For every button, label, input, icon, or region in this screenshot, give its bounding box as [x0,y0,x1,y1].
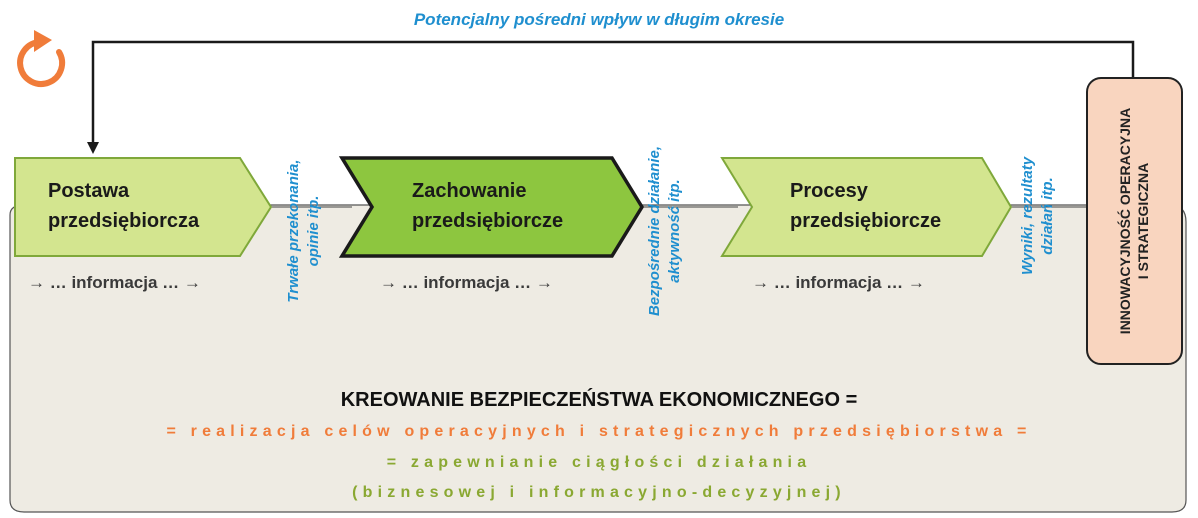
innovation-label-line: I STRATEGICZNA [1135,162,1151,280]
chevron-postawa [14,157,273,257]
bottom-line-business: (biznesowej i informacyjno-decyzyjnej) [352,484,846,501]
box-label-line: Zachowanie [412,180,527,202]
box-procesy-label: Procesy przedsiębiorcze [790,176,1000,236]
between-label-1: Trwałe przekonania, opinie itp. [284,141,326,321]
box-label-line: przedsiębiorcze [790,210,942,232]
box-label-line: przedsiębiorcze [412,210,564,232]
info-label-2: → … informacja … → [380,273,553,292]
chevron-zachowanie [338,156,645,258]
feedback-line [87,40,1135,154]
innovation-label-line: INNOWACYJNOŚĆ OPERACYJNA [1117,107,1133,335]
bottom-heading: KREOWANIE BEZPIECZEŃSTWA EKONOMICZNEGO = [340,389,858,411]
info-label-1: → … informacja … → [28,273,201,292]
top-caption: Potencjalny pośredni wpływ w długim okre… [413,10,785,29]
bottom-line-continuity: = zapewnianie ciągłości działania [386,454,812,471]
box-zachowanie-label: Zachowanie przedsiębiorcze [412,176,622,236]
between-label-line: Wyniki, rezultaty [1019,156,1036,276]
between-label-3: Wyniki, rezultaty działań itp. [1018,136,1060,296]
innovation-box [1086,77,1183,365]
info-label-3: → … informacja … → [752,273,925,292]
between-label-line: Bezpośrednie działanie, [646,145,663,317]
refresh-icon [17,30,66,87]
between-label-line: działań itp. [1039,177,1056,255]
innovation-label: INNOWACYJNOŚĆ OPERACYJNA I STRATEGICZNA [1116,91,1152,351]
box-label-line: Procesy [790,180,868,202]
bottom-line-goals: = realizacja celów operacyjnych i strate… [166,423,1032,440]
box-label-line: Postawa [48,180,130,202]
between-label-line: aktywność itp. [666,179,683,283]
between-label-2: Bezpośrednie działanie, aktywność itp. [645,131,687,331]
box-postawa-label: Postawa przedsiębiorcza [48,176,248,236]
box-label-line: przedsiębiorcza [48,210,200,232]
between-label-line: opinie itp. [305,195,322,267]
chevron-procesy [720,157,1013,257]
between-label-line: Trwałe przekonania, [285,159,302,303]
